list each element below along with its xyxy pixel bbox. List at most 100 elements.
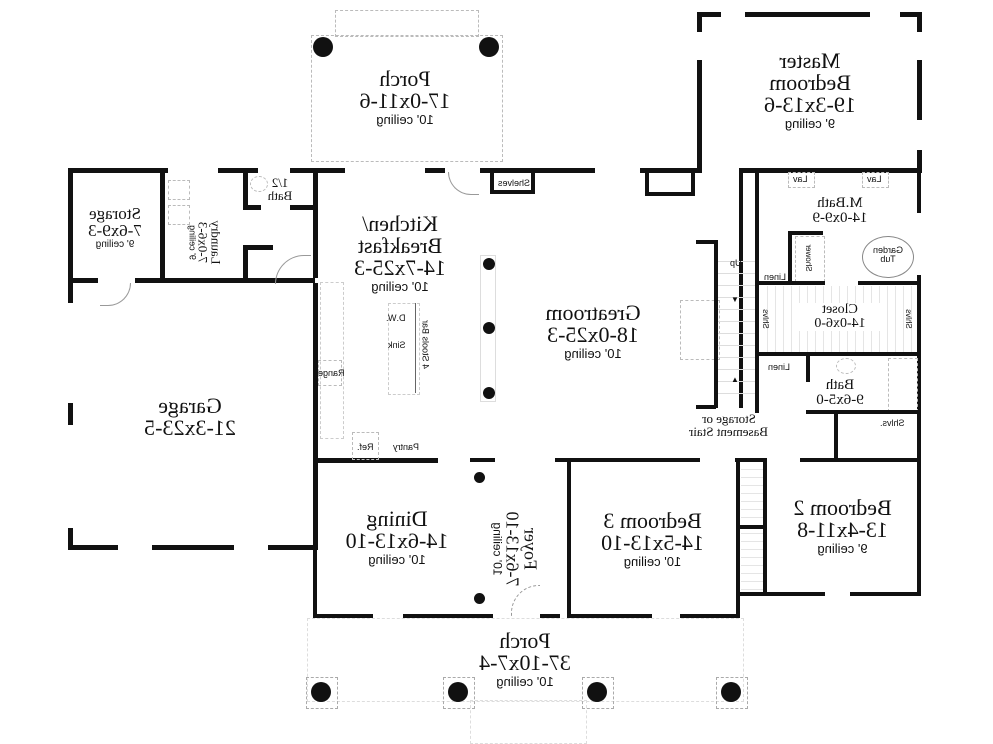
column-box xyxy=(716,677,748,709)
stair-label-line2: Basement Stair xyxy=(688,424,768,439)
room-label-garage: Garage 21-3x23-5 xyxy=(120,393,260,440)
room-dims: 21-3x23-5 xyxy=(144,415,236,440)
room-label-rear-porch: Porch 17-0x11-6 10' ceiling xyxy=(345,66,465,127)
room-dims: 37-10x7-4 xyxy=(479,650,571,675)
wall xyxy=(490,172,494,194)
column-icon xyxy=(311,682,331,702)
refrigerator-icon xyxy=(352,432,379,460)
room-name: Porch xyxy=(499,628,551,653)
wall xyxy=(645,172,649,196)
garden-tub-line2: Tub xyxy=(880,254,896,264)
room-dims: 18-0x25-3 xyxy=(547,322,639,347)
room-ceiling: 10' ceiling xyxy=(376,112,434,127)
room-label-bedroom2: Bedroom 2 13-4x11-8 9' ceiling xyxy=(775,495,910,556)
room-label-front-porch: Porch 37-10x7-4 10' ceiling xyxy=(465,628,585,689)
wall xyxy=(68,283,73,303)
wall xyxy=(68,403,73,425)
column-icon xyxy=(448,682,468,702)
room-label-laundry: Laundry 7-0x6-3 9' ceiling xyxy=(187,198,224,288)
up-label: Up xyxy=(730,258,742,268)
room-dims: 17-0x11-6 xyxy=(359,88,451,113)
column-icon xyxy=(474,593,485,604)
room-dims: 14-5x13-10 xyxy=(601,530,704,555)
room-ceiling: 9' ceiling xyxy=(187,225,198,260)
wall xyxy=(680,614,738,618)
room-name: Garage xyxy=(158,393,222,418)
pantry-label: Pantry xyxy=(393,442,420,452)
arrow-down-icon: ▼ xyxy=(731,295,739,304)
wall xyxy=(243,245,273,250)
wall xyxy=(745,12,870,17)
shelves-label-left: Shlvs xyxy=(761,309,770,329)
wall xyxy=(696,405,716,409)
wall xyxy=(243,168,248,210)
rear-porch-steps xyxy=(335,10,479,37)
wall xyxy=(788,231,823,235)
wall xyxy=(917,150,922,170)
wall xyxy=(806,410,921,414)
wall xyxy=(696,240,716,244)
column-box xyxy=(582,677,614,709)
column-icon xyxy=(483,322,495,334)
room-ceiling: 10' ceiling xyxy=(368,552,426,567)
lav-label: Lav xyxy=(867,174,882,184)
room-name: Closet xyxy=(822,302,858,317)
wall xyxy=(691,172,695,196)
dryer-icon xyxy=(168,205,190,225)
island-outline xyxy=(388,303,420,395)
rear-door-swing xyxy=(448,172,479,195)
garage-door-swing xyxy=(100,283,131,306)
wall xyxy=(243,245,248,283)
column-icon xyxy=(313,37,333,57)
room-ceiling: 10' ceiling xyxy=(496,674,554,689)
room-ceiling: 10' ceiling xyxy=(371,279,429,294)
wall xyxy=(68,168,73,283)
room-dims: 14-7x25-3 xyxy=(354,255,446,280)
wall xyxy=(900,12,922,17)
wall xyxy=(858,281,921,285)
room-dims: 14-0x6-0 xyxy=(814,316,866,331)
wall xyxy=(740,168,922,173)
wall xyxy=(531,172,535,194)
room-dims: 9-6x5-0 xyxy=(816,392,864,408)
room-label-bath: Bath 9-6x5-0 xyxy=(805,377,875,408)
stair-label: Storage or Basement Stair xyxy=(688,411,768,439)
wall xyxy=(736,458,740,618)
room-ceiling: 9' ceiling xyxy=(817,541,868,556)
room-dims: 13-4x11-8 xyxy=(797,517,888,542)
room-label-half-bath: 1/2 Bath xyxy=(260,175,300,203)
room-label-closet: Closet 14-0x6-0 xyxy=(795,302,885,331)
wall xyxy=(917,275,921,465)
column-icon xyxy=(721,682,741,702)
room-name: Bath xyxy=(825,377,855,393)
wall xyxy=(135,278,315,283)
room-name: Bath xyxy=(267,188,293,203)
wall xyxy=(555,458,700,462)
wall xyxy=(313,168,318,190)
room-ceiling: 10' ceiling xyxy=(564,346,622,361)
wall xyxy=(800,458,921,462)
tub-icon xyxy=(888,358,918,412)
wall xyxy=(68,545,118,550)
rear-porch-outline xyxy=(311,35,503,162)
room-dims: 14-6x13-10 xyxy=(345,528,449,553)
bath-shelves-label: Shlvs. xyxy=(880,418,905,428)
garden-tub-label: Garden Tub xyxy=(870,245,906,264)
room-name: Greatroom xyxy=(545,300,641,325)
room-name: Master xyxy=(779,48,841,73)
room-name: Breakfast xyxy=(357,233,443,258)
wall xyxy=(834,410,838,460)
wall xyxy=(645,192,695,196)
wall xyxy=(313,283,318,463)
room-name: Bedroom xyxy=(769,70,851,95)
wall xyxy=(403,614,493,618)
wall xyxy=(917,458,921,595)
lav-label: Lav xyxy=(793,174,808,184)
room-label-dining: Dining 14-6x13-10 10' ceiling xyxy=(332,506,462,567)
wall xyxy=(755,352,921,356)
column-line xyxy=(480,255,496,402)
wall xyxy=(697,12,702,32)
linen-label: Linen xyxy=(768,362,791,372)
sink-icon xyxy=(836,358,856,374)
room-dims: 7-6x9-3 xyxy=(88,221,142,240)
